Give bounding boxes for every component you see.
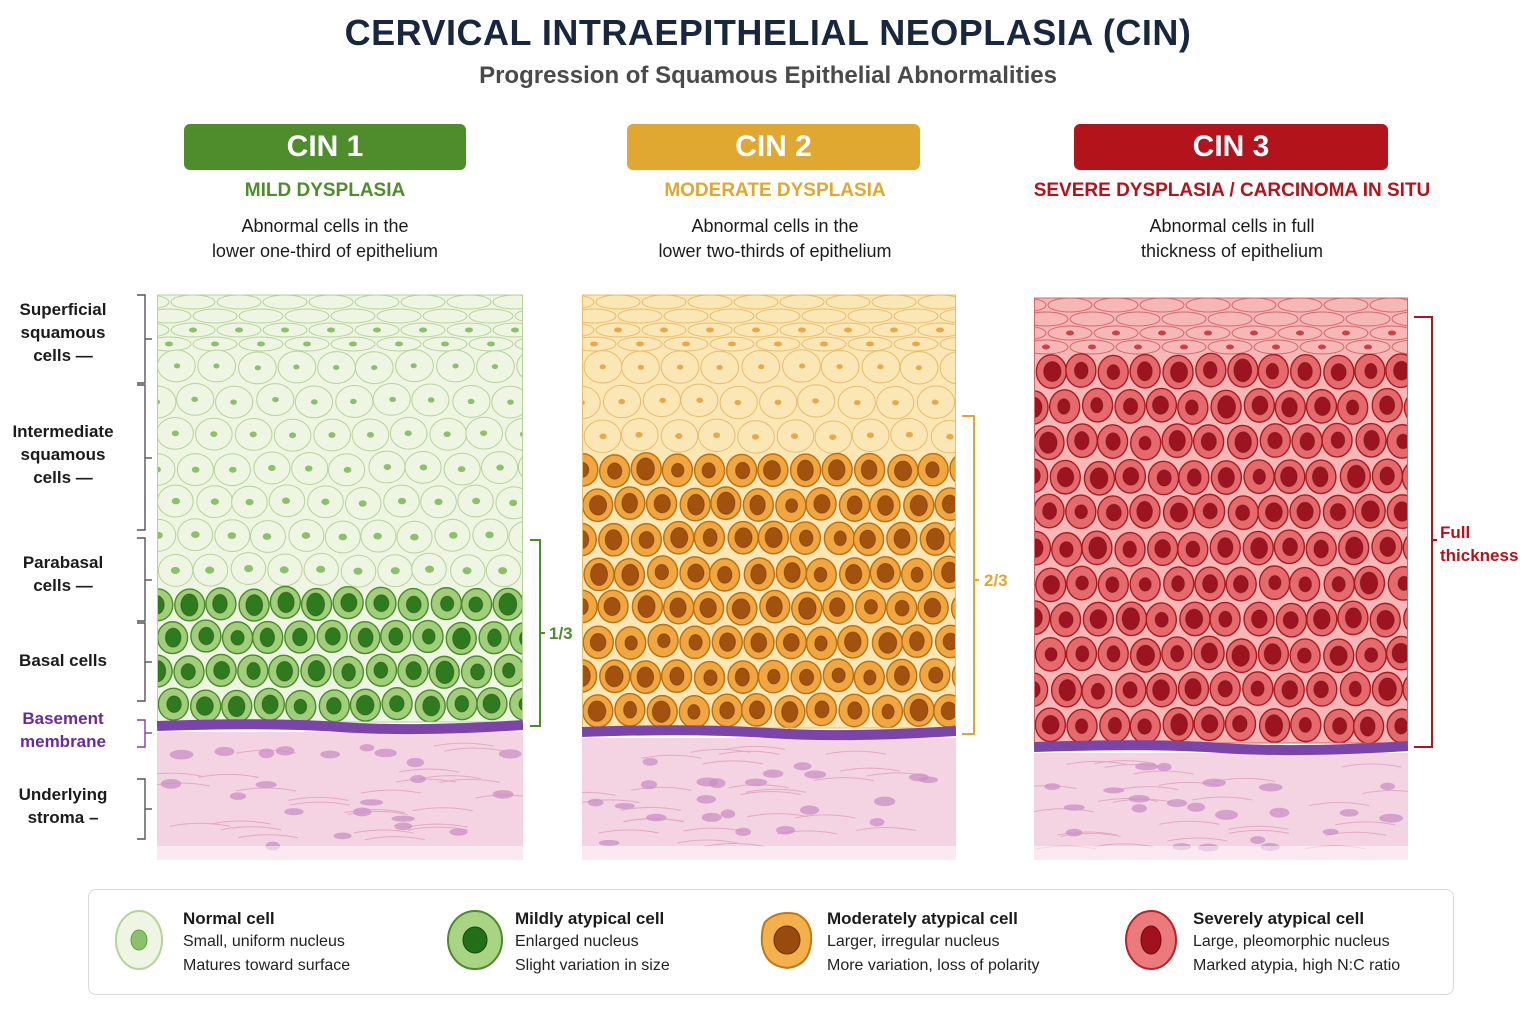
cin3-extent-line2: thickness [1440,544,1518,567]
bracket-basal [137,623,145,701]
legend-moderate-title: Moderately atypical cell [827,908,1087,930]
cin3-extent-bracket [1414,317,1437,747]
bracket-superficial [137,295,145,383]
mild-atypical-cell-icon [445,908,505,972]
cin1-extent-bracket [530,540,545,726]
legend-normal-line2: Matures toward surface [183,954,443,978]
cin2-extent-label: 2/3 [984,571,1008,591]
bracket-parabasal [137,538,145,621]
cin1-extent-label: 1/3 [549,624,573,644]
legend-mild-title: Mildly atypical cell [515,908,775,930]
legend-normal-line1: Small, uniform nucleus [183,930,443,954]
legend-mild-line1: Enlarged nucleus [515,930,775,954]
legend-moderate-line1: Larger, irregular nucleus [827,930,1087,954]
legend-moderate-line2: More variation, loss of polarity [827,954,1087,978]
cin2-extent-bracket [962,416,979,734]
bracket-basement [137,720,145,747]
moderate-atypical-cell-icon [757,908,817,972]
left-layer-brackets [137,295,145,839]
legend-severe-line2: Marked atypia, high N:C ratio [1193,954,1453,978]
cin3-extent-label: Full thickness [1440,521,1518,567]
normal-cell-icon [113,908,165,972]
legend-normal-title: Normal cell [183,908,443,930]
cin3-extent-line1: Full [1440,521,1518,544]
legend-mild-line2: Slight variation in size [515,954,775,978]
bracket-stroma [137,779,145,839]
legend-severe-title: Severely atypical cell [1193,908,1453,930]
bracket-intermediate [137,385,145,530]
severe-atypical-cell-icon [1123,908,1179,972]
legend-severe-line1: Large, pleomorphic nucleus [1193,930,1453,954]
legend: Normal cell Small, uniform nucleus Matur… [88,889,1454,995]
